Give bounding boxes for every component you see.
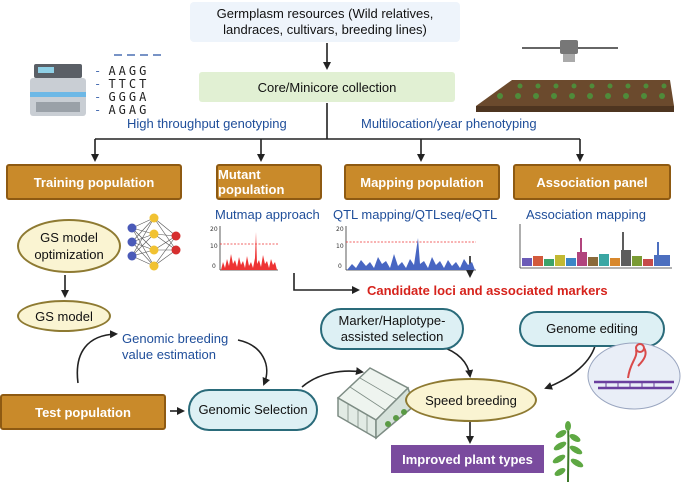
core-collection-text: Core/Minicore collection xyxy=(257,79,397,95)
improved-plant-types-box: Improved plant types xyxy=(391,445,544,473)
association-panel-box: Association panel xyxy=(513,164,671,200)
gs-model-text: GS model xyxy=(35,308,93,324)
qtl-tick-top: 20 xyxy=(336,226,344,233)
germplasm-box: Germplasm resources (Wild relatives, lan… xyxy=(190,2,460,42)
sequence-alignment: - AAGG - TTCT - GGGA - AGAG xyxy=(94,47,170,117)
plant-icon xyxy=(552,421,584,483)
arrow-mutmap-to-candidate xyxy=(293,273,360,294)
manhattan-points xyxy=(522,232,670,266)
speed-breeding: Speed breeding xyxy=(405,378,537,422)
drone-icon xyxy=(522,40,618,62)
mapping-population-box: Mapping population xyxy=(344,164,500,200)
genome-editing-text: Genome editing xyxy=(546,321,638,336)
phenotyping-label: Multilocation/year phenotyping xyxy=(361,116,537,131)
sequence-row: - TTCT xyxy=(94,77,150,91)
qtl-label: QTL mapping/QTLseq/eQTL xyxy=(333,207,498,222)
greenhouse-icon xyxy=(336,367,415,440)
sequence-row: - AGAG xyxy=(94,103,150,117)
qtl-plot: 20 10 0 xyxy=(336,226,476,271)
field-drone-icon xyxy=(476,40,674,112)
genomic-breeding-label: Genomic breeding value estimation xyxy=(122,331,242,363)
candidate-loci-label: Candidate loci and associated markers xyxy=(367,283,608,298)
sequence-row: - AAGG xyxy=(94,64,150,78)
mutmap-tick-zero: 0 xyxy=(212,263,216,270)
core-collection-box: Core/Minicore collection xyxy=(199,72,455,102)
marker-assisted-selection: Marker/Haplotype- assisted selection xyxy=(320,308,464,350)
mutant-population-box: Mutant population xyxy=(216,164,322,200)
alignment-dash-marks xyxy=(114,54,161,56)
gs-model-optimization: GS model optimization xyxy=(17,219,121,273)
mutmap-plot: 20 10 0 xyxy=(210,226,278,271)
mutmap-tick-top: 20 xyxy=(210,226,218,233)
qtl-tick-mid: 10 xyxy=(336,243,344,250)
sequence-row: - GGGA xyxy=(94,90,150,104)
genomic-breeding-text: Genomic breeding value estimation xyxy=(122,331,229,362)
test-population-box: Test population xyxy=(0,394,166,430)
crispr-icon xyxy=(587,342,681,410)
arrow-selection-to-greenhouse xyxy=(301,367,364,388)
gs-model: GS model xyxy=(17,300,111,332)
marker-assisted-text: Marker/Haplotype- assisted selection xyxy=(338,313,446,344)
arrow-editing-to-speed xyxy=(544,341,597,390)
training-population-box: Training population xyxy=(6,164,182,200)
arrow-marker-to-speed xyxy=(439,345,474,378)
association-mapping-label: Association mapping xyxy=(526,207,646,222)
genotyping-label: High throughput genotyping xyxy=(127,116,287,131)
gs-opt-text: GS model optimization xyxy=(34,230,104,262)
sequencer-icon xyxy=(30,64,86,116)
arrow-breeding-to-selection xyxy=(237,339,271,386)
mutmap-tick-mid: 10 xyxy=(210,243,218,250)
genome-editing: Genome editing xyxy=(519,311,665,347)
genomic-selection: Genomic Selection xyxy=(188,389,318,431)
mutmap-label: Mutmap approach xyxy=(215,207,320,222)
speed-breeding-text: Speed breeding xyxy=(425,392,517,408)
manhattan-plot xyxy=(519,224,672,269)
qtl-tick-zero: 0 xyxy=(338,263,342,270)
germplasm-text: Germplasm resources (Wild relatives, lan… xyxy=(216,6,434,37)
arrow-test-to-breeding xyxy=(76,330,118,384)
genomic-selection-text: Genomic Selection xyxy=(198,402,308,417)
neural-network-icon xyxy=(127,213,181,271)
